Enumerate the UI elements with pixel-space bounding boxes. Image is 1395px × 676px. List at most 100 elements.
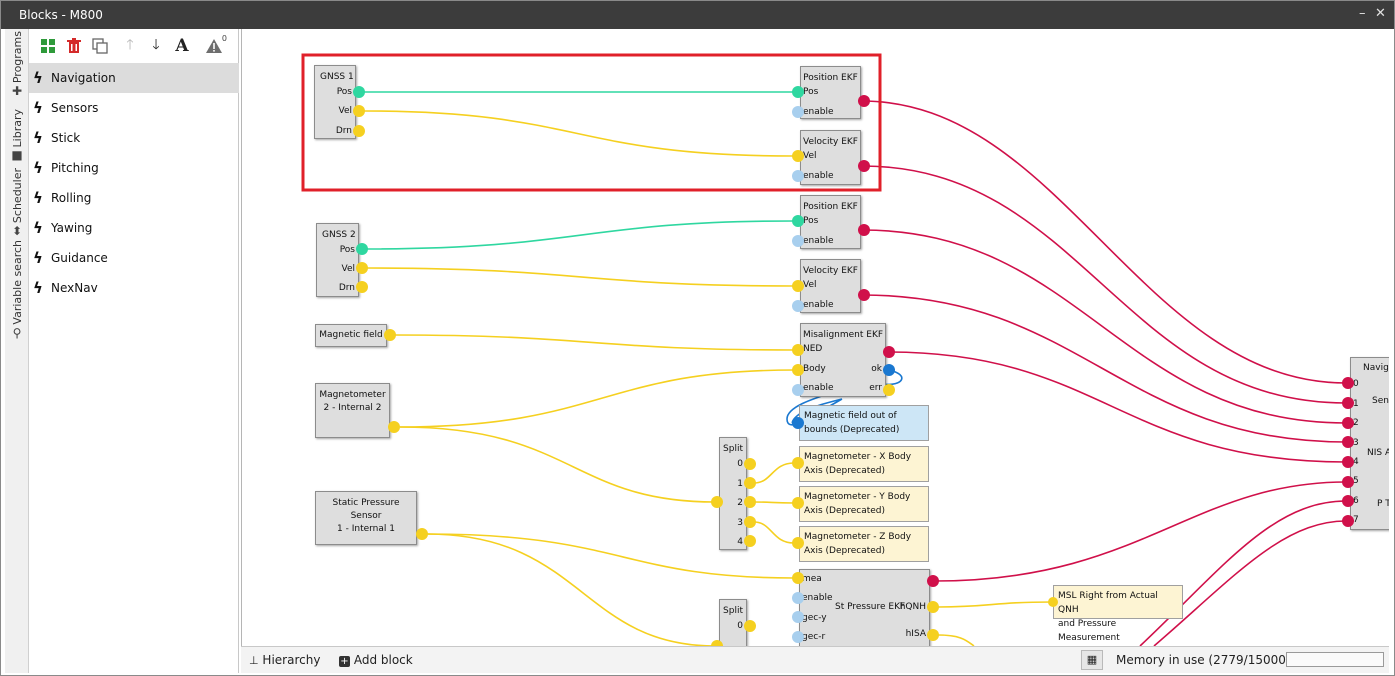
block-velocity-ekf-1[interactable]: Velocity EKF Vel enable <box>800 130 861 185</box>
block-position-ekf-2[interactable]: Position EKF Pos enable <box>800 195 861 249</box>
library-icon: ■ <box>11 148 23 162</box>
delete-program-button[interactable] <box>61 33 87 59</box>
note-magnetometer-z[interactable]: Magnetometer - Z Body Axis (Deprecated) <box>799 526 929 562</box>
duplicate-program-button[interactable] <box>87 33 113 59</box>
scheduler-icon: ⬍ <box>11 224 23 238</box>
rename-button[interactable]: A <box>169 33 195 59</box>
port-label: hISA <box>905 629 926 639</box>
add-block-button[interactable]: + Add block <box>339 653 413 667</box>
block-label: P T <box>1377 499 1389 509</box>
block-magnetic-field[interactable]: Magnetic field <box>315 324 387 347</box>
search-icon: ⚲ <box>12 326 22 340</box>
memory-usage-text: Memory in use (2779/150000) <box>1116 653 1299 667</box>
lightning-icon: ϟ <box>33 219 43 237</box>
wire-gnss2-vel <box>365 267 795 287</box>
wire-split-y <box>753 501 795 504</box>
port-label: mea <box>802 574 822 584</box>
block-title: GNSS 2 <box>322 230 356 240</box>
port-label: Vel <box>803 280 817 290</box>
port-label: ok <box>871 364 882 374</box>
tab-library[interactable]: ■ Library <box>10 108 24 162</box>
wire-gnss1-vel <box>363 110 795 157</box>
connection-layer <box>301 53 1347 646</box>
close-button[interactable]: ✕ <box>1375 6 1386 21</box>
wire-pressure-split2 <box>426 533 716 646</box>
port-label: Vel <box>803 151 817 161</box>
side-tab-strip: ✚ Programs ■ Library ⬍ Scheduler ⚲ Varia… <box>5 29 29 673</box>
note-magnetometer-x[interactable]: Magnetometer - X Body Axis (Deprecated) <box>799 446 929 482</box>
block-title: Velocity EKF <box>803 137 858 147</box>
grid-toggle-button[interactable]: ▦ <box>1081 650 1103 670</box>
block-gnss-2[interactable]: GNSS 2 Pos Vel Drn <box>316 223 359 297</box>
port-label: enable <box>803 236 834 246</box>
block-misalignment-ekf[interactable]: Misalignment EKF NED Body enable ok err <box>800 323 886 397</box>
port-label: 4 <box>1353 457 1359 467</box>
move-up-button[interactable]: 🡑 <box>117 33 143 59</box>
port-label: 0 <box>737 459 743 469</box>
tab-scheduler[interactable]: ⬍ Scheduler <box>10 167 24 238</box>
lightning-icon: ϟ <box>33 189 43 207</box>
block-position-ekf-1[interactable]: Position EKF Pos enable <box>800 66 861 119</box>
note-magnetic-field-out-of-bounds[interactable]: Magnetic field out of bounds (Deprecated… <box>799 405 929 441</box>
arrow-up-icon: 🡑 <box>126 37 134 53</box>
block-title: Velocity EKF <box>803 266 858 276</box>
wire-stpressure-nav <box>934 481 1347 582</box>
highlight-rectangle <box>301 53 882 192</box>
arrow-down-icon: 🡓 <box>152 37 160 53</box>
wire-hqnh-note <box>937 601 1053 608</box>
port-label: 2 <box>737 498 743 508</box>
minimize-button[interactable]: – <box>1359 6 1366 21</box>
block-title: Misalignment EKF <box>802 330 884 340</box>
block-static-pressure-sensor[interactable]: Static Pressure Sensor 1 - Internal 1 <box>315 491 417 545</box>
hierarchy-button[interactable]: ⊥ Hierarchy <box>249 653 321 667</box>
tab-programs[interactable]: ✚ Programs <box>10 30 24 98</box>
block-gnss-1[interactable]: GNSS 1 Pos Vel Drn <box>314 65 356 139</box>
block-title: Position EKF <box>803 202 858 212</box>
port-label: Pos <box>803 216 819 226</box>
block-title: Magnetic field <box>319 330 383 340</box>
block-split-2[interactable]: Split 0 <box>719 599 747 646</box>
move-down-button[interactable]: 🡓 <box>143 33 169 59</box>
lightning-icon: ϟ <box>33 279 43 297</box>
wire-split-z <box>753 521 795 544</box>
window-title: Blocks - M800 <box>19 8 103 22</box>
port-label: 3 <box>737 518 743 528</box>
port-label: NED <box>803 344 823 354</box>
block-velocity-ekf-2[interactable]: Velocity EKF Vel enable <box>800 259 861 313</box>
block-navigation[interactable]: Navigati Sensor NIS A P T 0 1 2 3 4 5 6 … <box>1350 357 1389 530</box>
note-magnetometer-y[interactable]: Magnetometer - Y Body Axis (Deprecated) <box>799 486 929 522</box>
block-st-pressure-ekf[interactable]: mea enable gec-y gec-r St Pressure EKF h… <box>799 569 930 646</box>
add-program-button[interactable] <box>35 33 61 59</box>
tab-variable-search[interactable]: ⚲ Variable search <box>10 240 24 340</box>
warning-icon <box>206 39 222 53</box>
warnings-count: 0 <box>221 34 227 43</box>
block-title: GNSS 1 <box>320 72 354 82</box>
block-split-1[interactable]: Split 0 1 2 3 4 <box>719 437 747 550</box>
port-label: gec-y <box>802 613 827 623</box>
warnings-button[interactable]: 0 <box>201 33 227 59</box>
port-label: Drn <box>335 126 352 136</box>
port-label: enable <box>803 171 834 181</box>
block-canvas[interactable]: GNSS 1 Pos Vel Drn Position EKF Pos enab… <box>241 29 1389 646</box>
port-label: hQNH <box>899 602 926 612</box>
wire-velekf1-nav <box>861 165 1347 404</box>
port-label: enable <box>803 300 834 310</box>
wire-velekf2-nav <box>861 294 1347 443</box>
wire-magnetometer-split <box>399 426 716 503</box>
port-label: Pos <box>339 245 355 255</box>
note-msl-qnh[interactable]: MSL Right from Actual QNH and Pressure M… <box>1053 585 1183 643</box>
block-magnetometer[interactable]: Magnetometer 2 - Internal 2 <box>315 383 390 438</box>
wire-nav-6 <box>1139 500 1347 646</box>
block-title: St Pressure EKF <box>835 602 906 612</box>
block-title: Static Pressure Sensor 1 - Internal 1 <box>332 498 400 534</box>
wire-gnss2-pos <box>365 220 795 250</box>
